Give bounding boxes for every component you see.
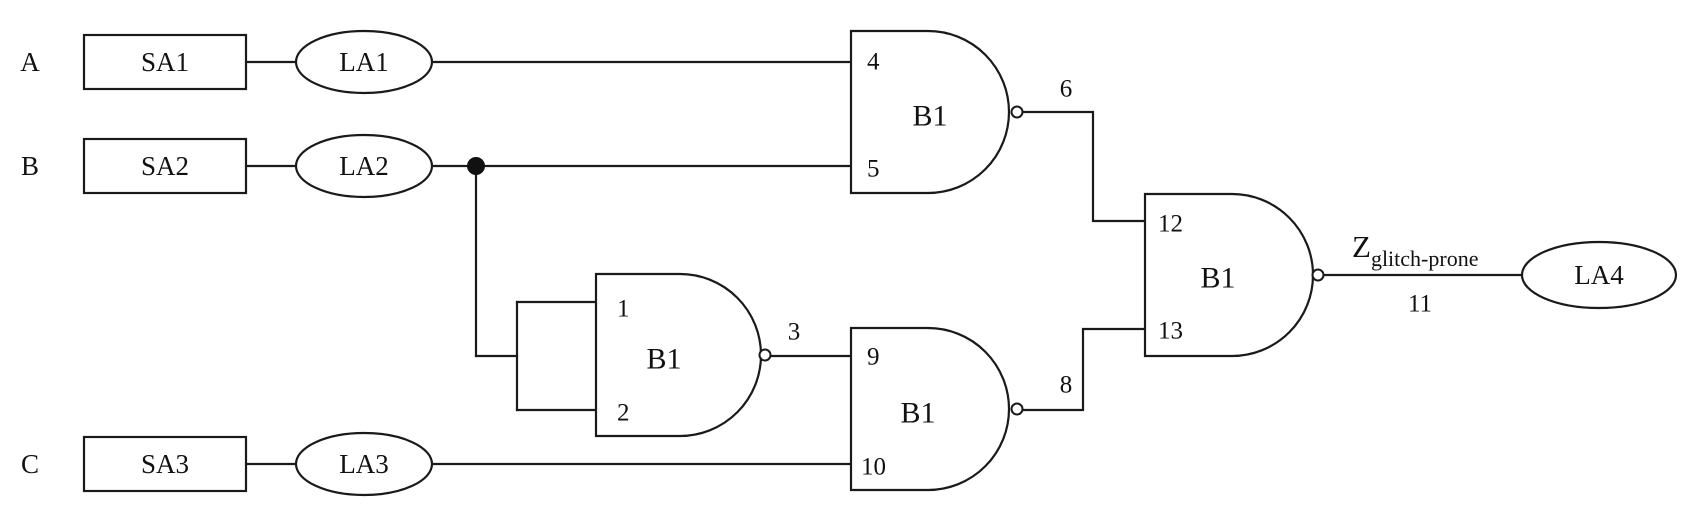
pin-label-1: 1	[617, 296, 630, 323]
junction-dot	[467, 157, 485, 175]
nand-gate-2: B1 1 2 3	[594, 272, 801, 438]
nand-gate-1: B1 4 5 6	[849, 29, 1073, 195]
switch-sa2	[82, 137, 248, 195]
lamp-label-la3: LA3	[339, 449, 389, 479]
switch-label-sa3: SA3	[141, 449, 189, 479]
nand-gate-2-inversion-bubble	[758, 348, 772, 362]
pin-label-10: 10	[861, 454, 886, 481]
pin-label-5: 5	[867, 156, 880, 183]
lamp-la1	[294, 29, 434, 95]
pin-label-2: 2	[617, 400, 630, 427]
switch-label-sa1: SA1	[141, 47, 189, 77]
nand-gate-4: B1 12 13 11	[1143, 192, 1432, 358]
nand-gate-1-body	[849, 29, 1011, 195]
input-b: B SA2 LA2	[21, 133, 434, 199]
lamp-label-la4: LA4	[1574, 260, 1624, 290]
lamp-la2	[294, 133, 434, 199]
pin-label-4: 4	[867, 49, 880, 76]
lamp-la3	[294, 431, 434, 497]
pin-label-12: 12	[1158, 211, 1183, 238]
wire-pin6-to-pin12	[1022, 110, 1147, 223]
nand-gate-1-label: B1	[912, 100, 947, 133]
output-signal-label: Zglitch-prone	[1352, 229, 1478, 271]
nand-gate-4-label: B1	[1200, 262, 1235, 295]
wire-pin8-to-pin13	[1022, 327, 1147, 412]
switch-sa3	[82, 435, 248, 493]
pin-label-9: 9	[867, 344, 880, 371]
output-signal-subscript: glitch-prone	[1371, 246, 1479, 271]
lamp-la4	[1520, 240, 1678, 310]
input-a: A SA1 LA1	[20, 29, 434, 95]
switch-label-sa2: SA2	[141, 151, 189, 181]
pin-label-6: 6	[1060, 76, 1073, 103]
pin-label-13: 13	[1158, 318, 1183, 345]
nand-gate-2-label: B1	[646, 343, 681, 376]
nand-gate-3-inversion-bubble	[1010, 402, 1024, 416]
signal-label-c: C	[21, 449, 39, 479]
nand-gate-4-inversion-bubble	[1311, 268, 1325, 282]
signal-label-a: A	[20, 47, 40, 77]
nand-gate-3-body	[849, 326, 1011, 492]
pin-label-11: 11	[1408, 291, 1432, 318]
output: Zglitch-prone LA4	[1352, 229, 1678, 310]
output-signal-main: Z	[1352, 229, 1371, 264]
nand-gate-3: B1 9 10 8	[849, 326, 1073, 492]
lamp-label-la2: LA2	[339, 151, 389, 181]
pin-label-8: 8	[1060, 372, 1073, 399]
input-c: C SA3 LA3	[21, 431, 434, 497]
lamp-label-la1: LA1	[339, 47, 389, 77]
pin-label-3: 3	[788, 319, 801, 346]
nand-gate-3-label: B1	[900, 397, 935, 430]
signal-label-b: B	[21, 151, 39, 181]
switch-sa1	[82, 33, 248, 91]
wires	[244, 60, 1524, 466]
nand-gate-1-inversion-bubble	[1010, 105, 1024, 119]
